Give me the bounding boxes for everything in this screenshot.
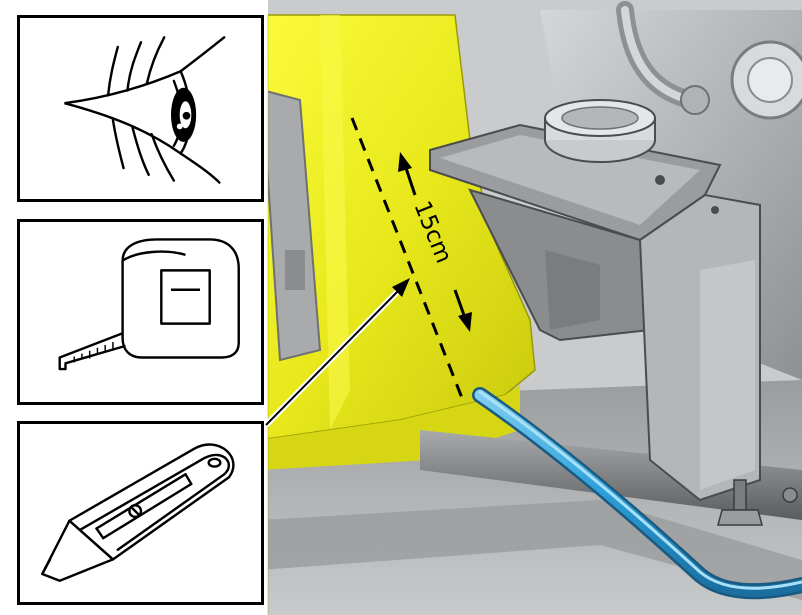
cut-panel	[17, 421, 264, 605]
measure-arrow-up	[403, 164, 417, 196]
side-bracket	[260, 88, 322, 362]
tape-measure-icon	[58, 238, 240, 371]
bolt	[733, 479, 747, 511]
cut-line	[350, 117, 464, 399]
utility-knife-icon	[41, 443, 235, 582]
eye-icon	[64, 36, 226, 184]
inspect-panel	[17, 15, 264, 202]
measure-arrow-down	[453, 289, 467, 319]
measure-panel	[17, 219, 264, 405]
round-fitting-inner	[747, 57, 793, 103]
lower-bar	[260, 500, 802, 600]
